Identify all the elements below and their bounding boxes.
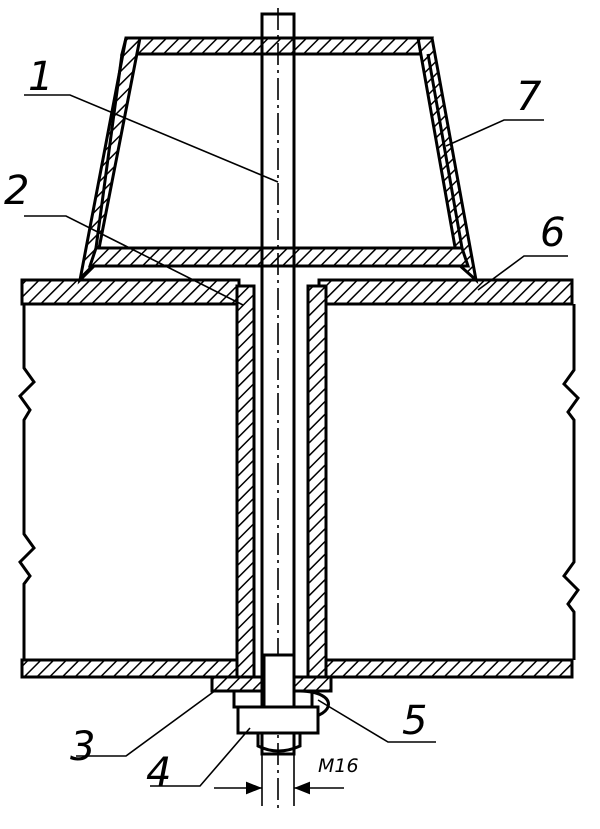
callout-2: 2 bbox=[4, 168, 29, 214]
callout-5: 5 bbox=[402, 698, 427, 744]
thread-size-label: M16 bbox=[318, 755, 359, 777]
nut bbox=[236, 653, 320, 753]
lower-plate bbox=[20, 658, 574, 679]
callout-7: 7 bbox=[516, 74, 542, 120]
callout-6: 6 bbox=[540, 210, 565, 256]
leader-lines bbox=[24, 94, 568, 787]
callout-1: 1 bbox=[28, 54, 53, 100]
break-lines bbox=[18, 304, 580, 660]
callout-4: 4 bbox=[146, 750, 171, 796]
upper-plate bbox=[20, 278, 574, 306]
sleeve-tube bbox=[235, 284, 328, 680]
callout-labels: 1 2 3 4 5 6 7 bbox=[4, 54, 565, 796]
callout-3: 3 bbox=[70, 724, 95, 770]
thread-dimension: M16 bbox=[214, 754, 359, 806]
conical-cap bbox=[77, 36, 479, 285]
